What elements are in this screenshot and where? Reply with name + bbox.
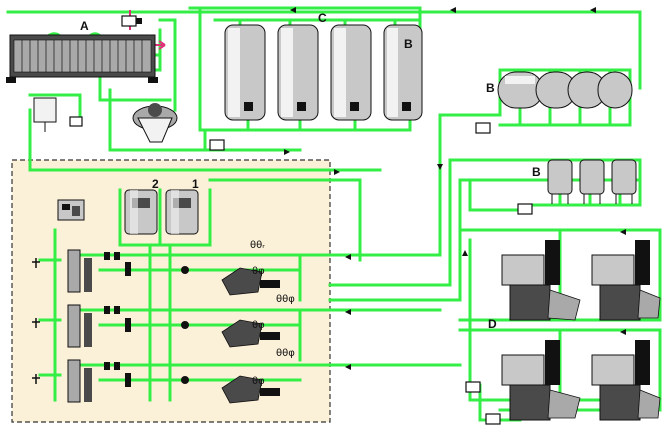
label-b-right-lower: B bbox=[532, 165, 541, 179]
cip-pump-row-3 bbox=[221, 375, 280, 404]
silo-tank-c4 bbox=[383, 24, 423, 121]
silo-tank-c2 bbox=[277, 24, 319, 121]
label-a: A bbox=[80, 19, 89, 33]
silo-tank-c1 bbox=[224, 24, 266, 121]
pump-icon bbox=[475, 122, 491, 134]
control-cabinet-icon bbox=[57, 199, 85, 221]
valve-symbol-3: θθφ bbox=[276, 294, 295, 305]
left-drain-markers bbox=[32, 258, 40, 384]
vertical-tank-group bbox=[547, 159, 637, 204]
valve-cluster bbox=[104, 252, 189, 387]
label-d: D bbox=[488, 317, 497, 331]
horizontal-tank-group bbox=[497, 71, 633, 109]
filler-machine-3 bbox=[501, 340, 581, 421]
valve-symbol-1: θθᵣ bbox=[250, 240, 265, 251]
label-tank-1: 1 bbox=[192, 177, 199, 191]
silo-tank-c3 bbox=[330, 24, 372, 121]
valve-symbol-5: θθφ bbox=[276, 348, 295, 359]
label-b-top: B bbox=[404, 37, 413, 51]
cip-heater-row-3 bbox=[67, 359, 92, 403]
label-tank-2: 2 bbox=[152, 177, 159, 191]
filler-machine-2 bbox=[591, 240, 661, 321]
cip-heater-row-1 bbox=[67, 249, 92, 293]
cip-tank-2 bbox=[124, 189, 158, 235]
label-b-right-upper: B bbox=[486, 81, 495, 95]
label-c: C bbox=[318, 11, 327, 25]
pump-icon bbox=[209, 139, 225, 151]
pump-icon bbox=[465, 381, 481, 393]
pump-icon bbox=[485, 413, 501, 425]
cip-pump-row-1 bbox=[221, 267, 280, 296]
cip-pump-row-2 bbox=[221, 319, 280, 348]
cip-heater-row-2 bbox=[67, 304, 92, 348]
pump-icon bbox=[517, 203, 533, 215]
filler-machine-4 bbox=[591, 340, 661, 421]
separator-icon bbox=[132, 103, 178, 143]
valve-symbol-6: θφ bbox=[252, 376, 265, 387]
filler-machine-1 bbox=[501, 240, 581, 321]
flow-arrows bbox=[284, 7, 626, 370]
valve-symbol-2: θφ bbox=[252, 266, 265, 277]
holding-tank-icon bbox=[33, 97, 57, 132]
pump-icon bbox=[69, 116, 83, 127]
pasteuriser-heat-exchanger-icon bbox=[6, 34, 158, 83]
pump-icon bbox=[121, 15, 142, 27]
valve-symbol-4: θφ bbox=[252, 320, 265, 331]
cip-tank-1 bbox=[165, 189, 199, 235]
